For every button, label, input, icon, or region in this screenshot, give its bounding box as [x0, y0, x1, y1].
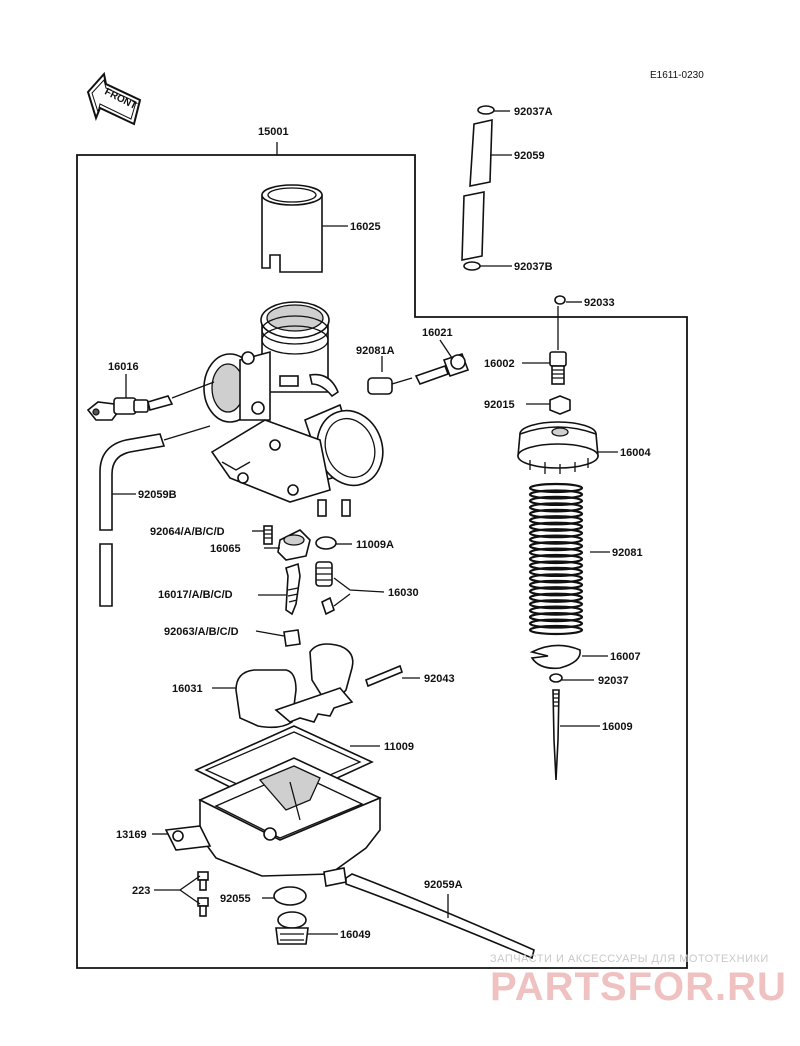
label-92059: 92059 [514, 150, 545, 162]
label-92037A: 92037A [514, 106, 553, 118]
label-16016: 16016 [108, 361, 139, 373]
spring-coil [528, 495, 584, 507]
spring-coil [528, 482, 584, 494]
spring-coil [528, 547, 584, 558]
label-92063: 92063/A/B/C/D [164, 626, 239, 638]
air-screw [86, 395, 174, 421]
spring-coil [528, 599, 584, 610]
spring-coil [528, 566, 584, 578]
clip-92033 [554, 295, 566, 305]
label-92043: 92043 [424, 673, 455, 685]
needle-jet [285, 562, 301, 616]
bracket [164, 825, 212, 851]
throttle-stop-screw [414, 352, 470, 385]
spring-coil [528, 605, 584, 616]
label-16049: 16049 [340, 929, 371, 941]
cable-adjuster [549, 351, 567, 385]
label-11009A: 11009A [356, 539, 394, 551]
spring-coil [528, 489, 584, 500]
clip-92037A [477, 105, 495, 115]
main-jet [283, 629, 301, 647]
label-16007: 16007 [610, 651, 641, 663]
screws [197, 871, 209, 917]
label-16025: 16025 [350, 221, 381, 233]
retainer-plate [529, 644, 581, 670]
label-92015: 92015 [484, 399, 515, 411]
watermark-brand: PARTSFOR.RU [490, 965, 787, 1009]
label-16065: 16065 [210, 543, 241, 555]
label-92037: 92037 [598, 675, 629, 687]
needle-jet-holder [277, 529, 311, 561]
throttle-slide [261, 184, 323, 273]
label-92059A: 92059A [424, 879, 463, 891]
vent-tube-92059B [99, 433, 166, 607]
spring-coil [528, 553, 584, 565]
spring-coil [528, 624, 584, 636]
drain-tube-92059A [345, 873, 535, 960]
spring-coil [528, 508, 584, 519]
label-16017: 16017/A/B/C/D [158, 589, 233, 601]
spring-coil [528, 579, 584, 590]
assembly-frame [76, 154, 688, 969]
spring-coil [528, 502, 584, 513]
label-92064: 92064/A/B/C/D [150, 526, 225, 538]
spring-coil [528, 611, 584, 623]
label-92081A: 92081A [356, 345, 395, 357]
label-16021: 16021 [422, 327, 453, 339]
spring-coil [528, 592, 584, 603]
diagram-code: E1611-0230 [650, 70, 704, 81]
label-92037B: 92037B [514, 261, 553, 273]
label-16004: 16004 [620, 447, 651, 459]
label-15001: 15001 [258, 126, 289, 138]
float [235, 643, 354, 729]
front-arrow-icon: FRONT [86, 71, 142, 126]
jet-needle [552, 689, 560, 781]
carburetor-body [203, 301, 384, 517]
label-13169: 13169 [116, 829, 147, 841]
label-11009: 11009 [384, 741, 414, 753]
needle-clip [549, 673, 563, 683]
float-valve [315, 561, 335, 616]
carburetor-cap [517, 421, 599, 474]
watermark: ЗАПЧАСТИ И АКСЕССУАРЫ ДЛЯ МОТОТЕХНИКИ PA… [490, 953, 787, 1009]
spring-coil [528, 586, 584, 597]
o-ring-11009A [315, 536, 337, 550]
float-pin [365, 664, 403, 688]
spring-coil [528, 515, 584, 526]
spring-coil [528, 534, 584, 545]
label-16030: 16030 [388, 587, 419, 599]
drain-gasket [273, 886, 307, 906]
float-bowl [198, 757, 382, 887]
spring-coil [528, 521, 584, 532]
breather-tube-92059 [461, 118, 493, 261]
throttle-spring [528, 482, 584, 636]
label-16002: 16002 [484, 358, 515, 370]
idle-spring [367, 377, 393, 395]
label-92055: 92055 [220, 893, 251, 905]
spring-coil [528, 618, 584, 629]
spring-coil [528, 528, 584, 539]
spring-coil [528, 573, 584, 584]
label-223: 223 [132, 885, 150, 897]
label-92059B: 92059B [138, 489, 177, 501]
spring-coil [528, 540, 584, 552]
label-16031: 16031 [172, 683, 203, 695]
nut-92015 [549, 395, 571, 415]
spring-coil [528, 560, 584, 571]
pilot-jet [263, 525, 273, 545]
label-92081: 92081 [612, 547, 643, 559]
drain-plug [275, 911, 309, 945]
clip-92037B [463, 261, 481, 271]
label-16009: 16009 [602, 721, 633, 733]
label-92033: 92033 [584, 297, 615, 309]
watermark-tagline: ЗАПЧАСТИ И АКСЕССУАРЫ ДЛЯ МОТОТЕХНИКИ [490, 953, 769, 965]
